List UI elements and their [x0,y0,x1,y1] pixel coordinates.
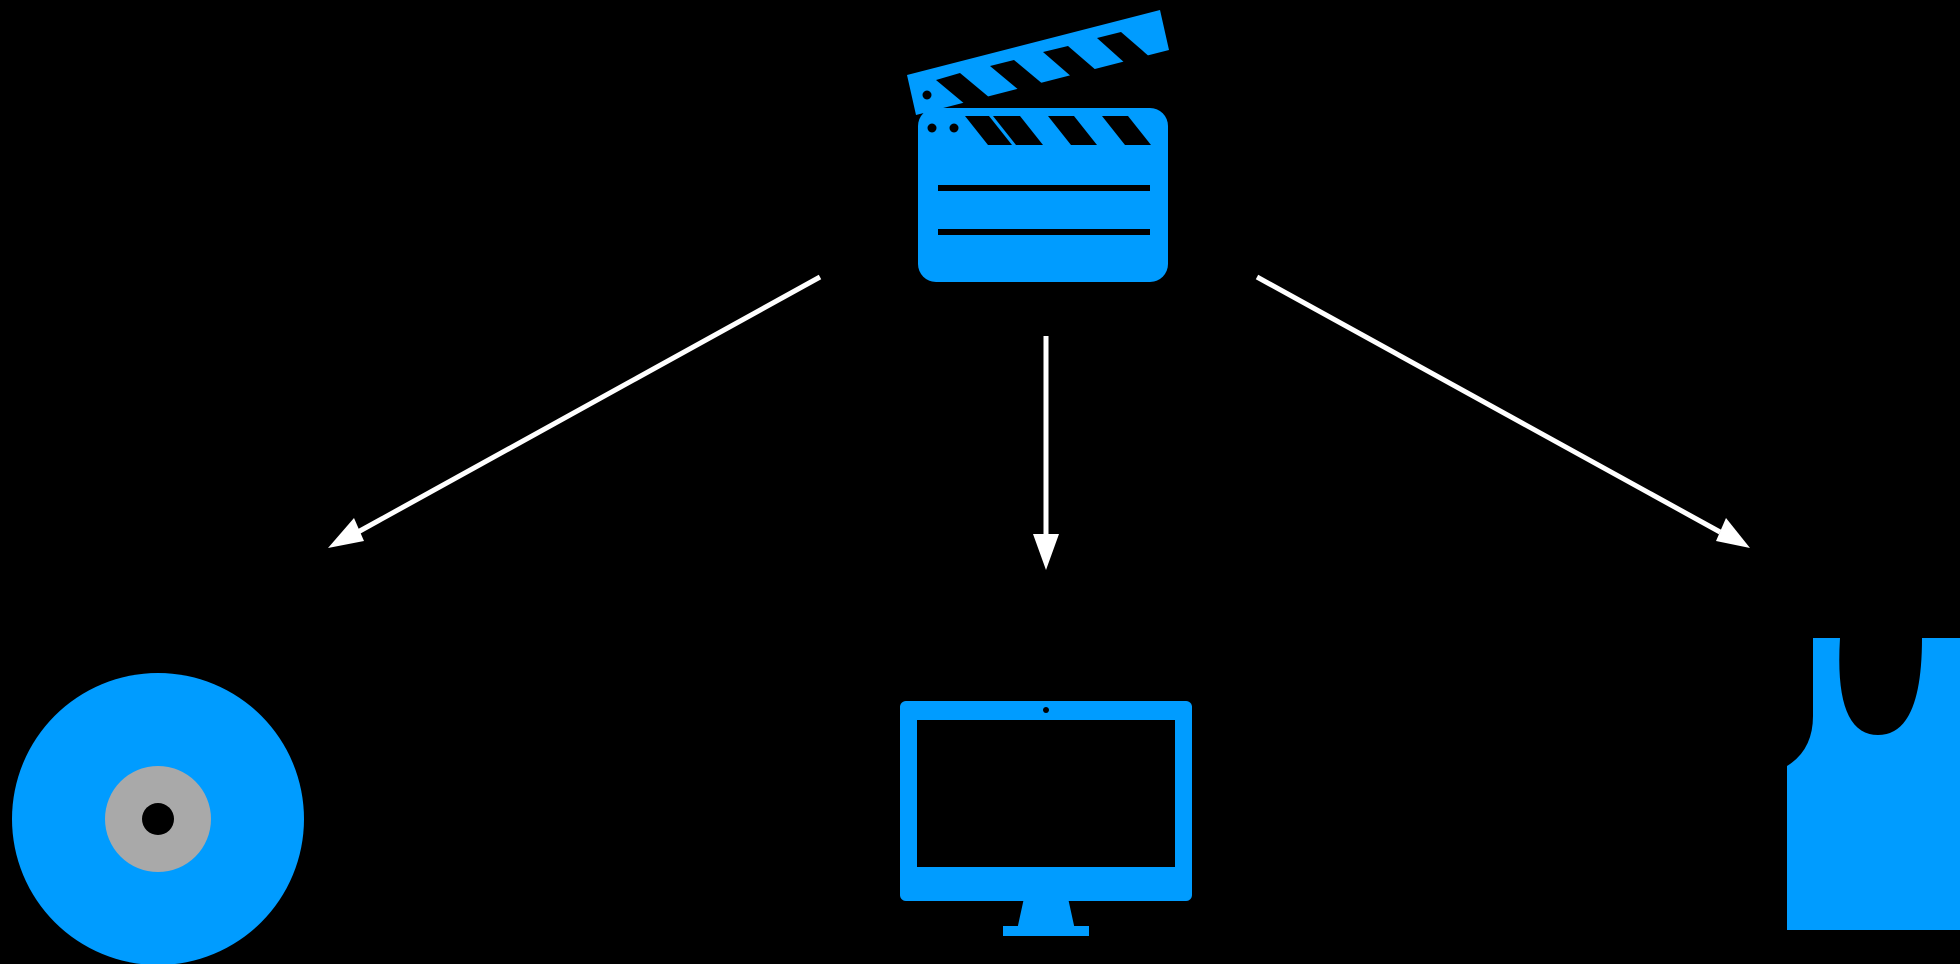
tank-top-icon [1787,638,1960,930]
disc-icon [12,673,304,964]
arrow-to-monitor [1033,336,1059,570]
arrow-to-disc [328,274,822,548]
clapperboard-icon [907,10,1169,282]
arrow-to-tank-top [1255,274,1750,548]
monitor-icon [900,701,1192,936]
